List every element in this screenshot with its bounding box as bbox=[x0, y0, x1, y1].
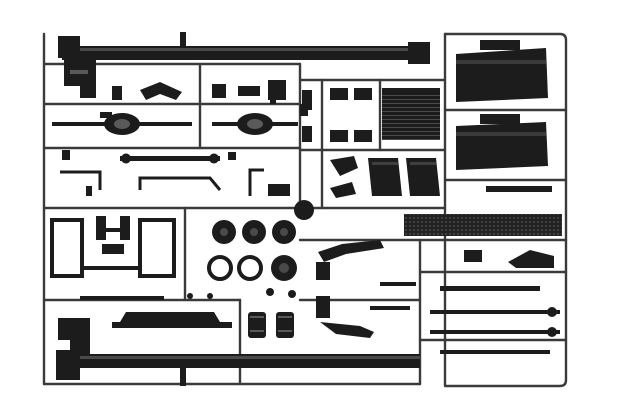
small-parts bbox=[62, 90, 308, 299]
cross-bar bbox=[486, 186, 552, 192]
chassis-rail-top bbox=[58, 32, 430, 64]
exhaust-pipes bbox=[60, 168, 264, 196]
fender-lower bbox=[456, 114, 548, 170]
bumper-bracket bbox=[58, 318, 90, 354]
tow-bracket bbox=[64, 60, 96, 98]
small-brackets-top bbox=[112, 80, 286, 100]
rear-axle bbox=[52, 112, 192, 135]
spring-coils bbox=[330, 88, 372, 142]
battery-box bbox=[382, 88, 440, 140]
small-levers bbox=[302, 90, 358, 198]
drive-axle bbox=[212, 113, 298, 135]
leaf-spring bbox=[80, 296, 232, 328]
drive-shaft bbox=[120, 153, 220, 164]
wheels bbox=[207, 200, 314, 298]
radiator-grille bbox=[404, 214, 562, 236]
steering-parts bbox=[430, 250, 560, 354]
seat-brackets bbox=[96, 216, 130, 254]
chassis-rail-bottom bbox=[56, 350, 420, 386]
cab-supports bbox=[316, 240, 416, 338]
small-tank bbox=[268, 184, 290, 196]
fender-upper bbox=[456, 40, 548, 102]
air-tanks bbox=[248, 312, 294, 338]
seats bbox=[368, 158, 440, 196]
sprue-frame bbox=[42, 32, 568, 388]
